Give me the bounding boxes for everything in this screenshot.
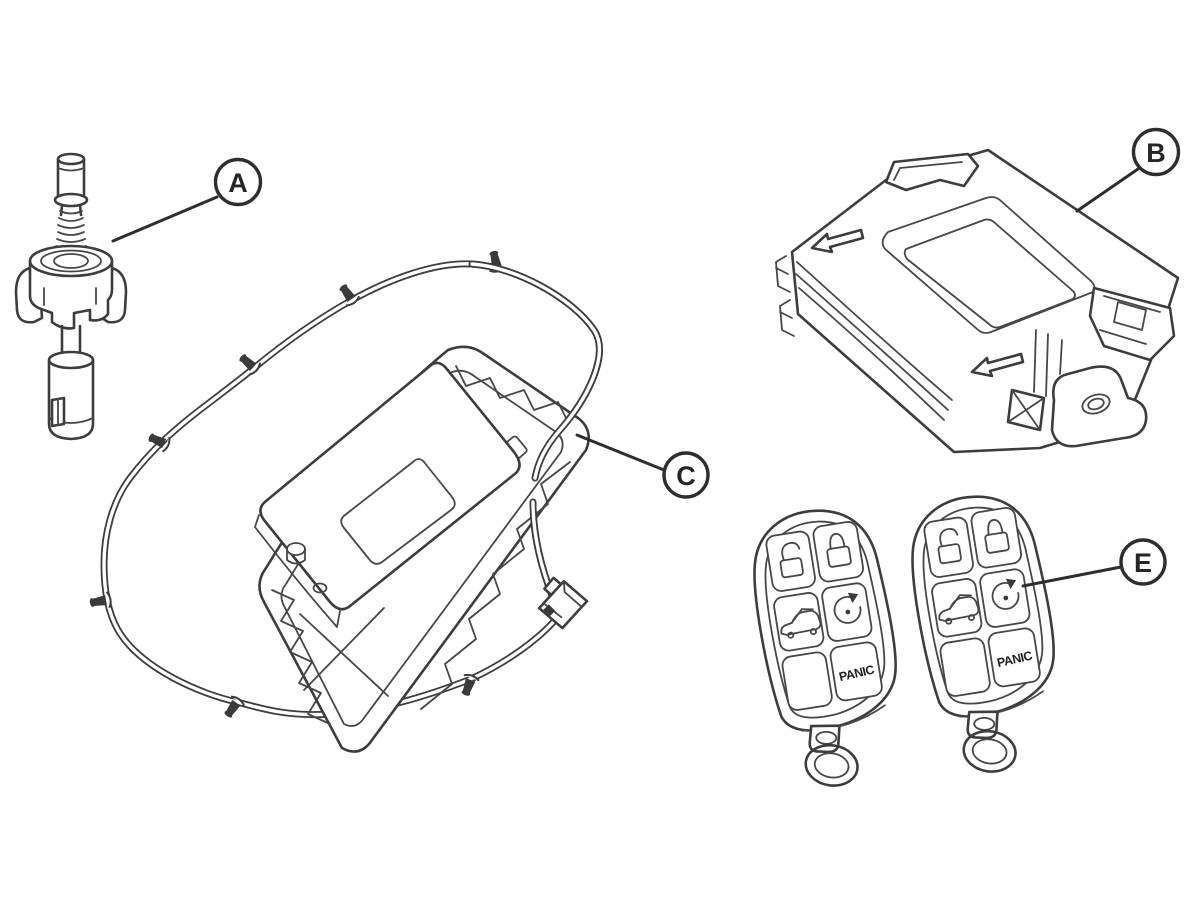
- module-bottom-connector: [1006, 388, 1046, 432]
- callout-c: C: [575, 433, 710, 499]
- key-fob-right: [900, 485, 1076, 788]
- callout-c-label: C: [676, 461, 696, 491]
- part-b-rf-hub-module: [775, 148, 1180, 454]
- key-fob-left: [742, 499, 918, 802]
- cover-arrow-icon: [810, 228, 865, 254]
- callout-a: A: [111, 157, 263, 243]
- module-mounting-flange: [1033, 329, 1148, 448]
- module-right-clip: [1088, 286, 1176, 362]
- part-c-antenna-harness: [87, 248, 603, 753]
- callout-a-label: A: [228, 168, 248, 198]
- part-e-key-fobs: [742, 485, 1076, 802]
- module-left-clips: [775, 255, 795, 337]
- callouts: A B C E: [111, 127, 1181, 588]
- harness-connector: [537, 576, 589, 630]
- callout-e-label: E: [1134, 548, 1152, 578]
- lock-cylinder-collar: [14, 244, 128, 330]
- cover-arrow-icon: [970, 352, 1025, 378]
- bracket-module: [254, 361, 521, 628]
- part-a-lock-cylinder: [14, 152, 128, 441]
- callout-b: B: [1075, 127, 1181, 213]
- callout-b-label: B: [1146, 138, 1166, 168]
- callout-e: E: [1021, 538, 1167, 588]
